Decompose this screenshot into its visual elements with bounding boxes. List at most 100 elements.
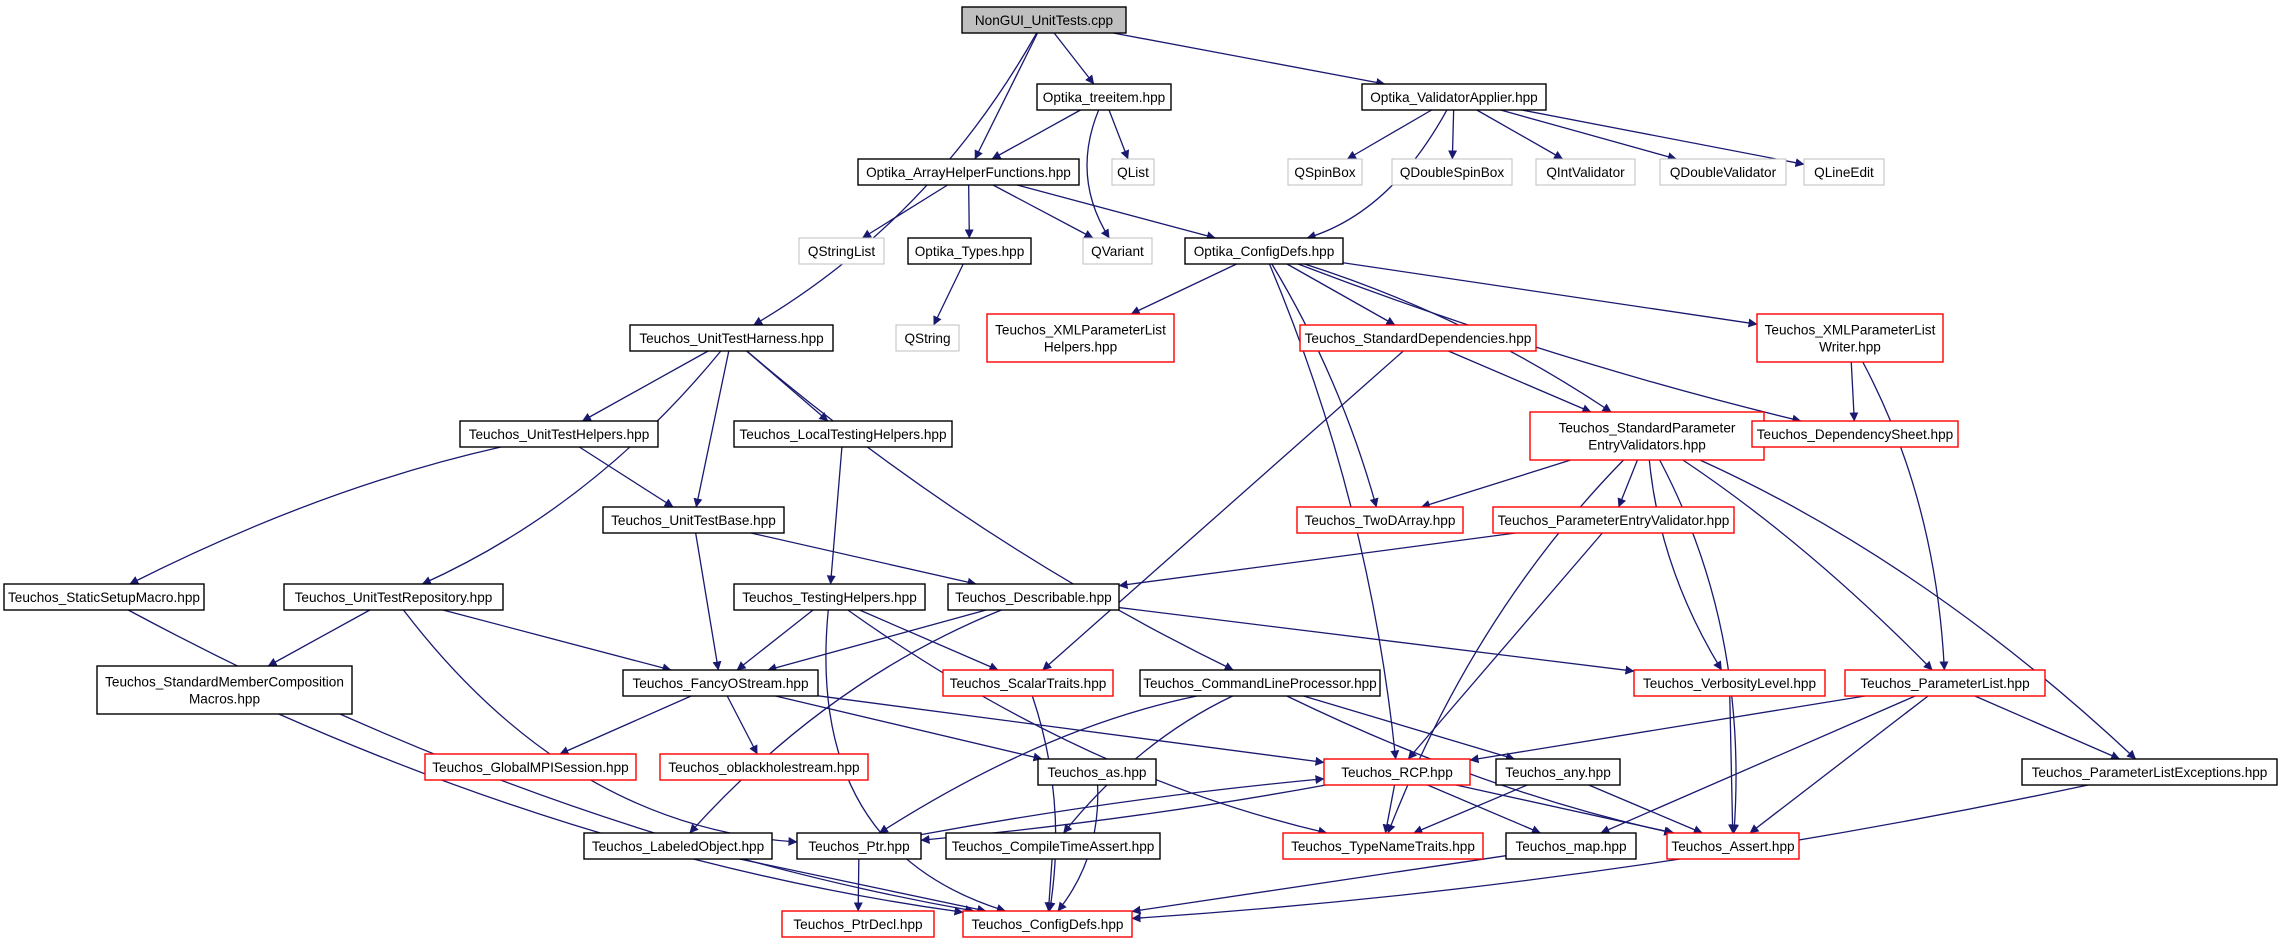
edge-parameter_list-to-teuchos_map <box>1600 695 1916 834</box>
node-qstring[interactable]: QString <box>895 324 960 352</box>
node-box <box>1287 158 1363 186</box>
edge-testing_helpers-to-fancy_ostream <box>736 609 814 671</box>
edge-param_list_exceptions-to-config_defs_teuchos <box>1131 784 2089 923</box>
node-qvariant[interactable]: QVariant <box>1082 237 1153 265</box>
node-label: QDoubleValidator <box>1670 165 1777 180</box>
edge-standard_dependencies-to-std_param_entry_validators <box>1448 350 1592 413</box>
node-local-testing-helpers[interactable]: Teuchos_LocalTestingHelpers.hpp <box>733 420 953 448</box>
edge-ptr-to-ptr_decl <box>853 858 863 912</box>
node-qintvalidator[interactable]: QIntValidator <box>1535 158 1636 186</box>
node-rcp[interactable]: Teuchos_RCP.hpp <box>1323 758 1471 786</box>
edge-rcp-to-type_name_traits <box>1382 784 1396 834</box>
edge-std_param_entry_validators-to-parameter_list <box>1682 459 1933 671</box>
node-label: Teuchos_Ptr.hpp <box>808 839 909 854</box>
node-std-param-entry-validators[interactable]: Teuchos_StandardParameterEntryValidators… <box>1529 411 1765 461</box>
node-dependency-sheet[interactable]: Teuchos_DependencySheet.hpp <box>1751 420 1959 448</box>
node-teuchos-any[interactable]: Teuchos_any.hpp <box>1495 758 1621 786</box>
node-label: Teuchos_Assert.hpp <box>1671 839 1794 854</box>
node-ptr-decl[interactable]: Teuchos_PtrDecl.hpp <box>781 910 935 938</box>
node-describable[interactable]: Teuchos_Describable.hpp <box>947 583 1120 611</box>
node-box <box>733 583 926 611</box>
node-config-defs-optika[interactable]: Optika_ConfigDefs.hpp <box>1184 237 1344 265</box>
node-treeitem[interactable]: Optika_treeitem.hpp <box>1036 83 1172 111</box>
node-label: Teuchos_TestingHelpers.hpp <box>742 590 917 605</box>
node-label: Teuchos_StandardDependencies.hpp <box>1305 331 1532 346</box>
edge-command_line_processor-to-teuchos_any <box>1303 695 1515 761</box>
node-box <box>962 910 1133 938</box>
edge-command_line_processor-to-compile_time_assert <box>1063 695 1233 834</box>
node-param-entry-validator[interactable]: Teuchos_ParameterEntryValidator.hpp <box>1492 506 1735 534</box>
node-compile-time-assert[interactable]: Teuchos_CompileTimeAssert.hpp <box>945 832 1161 860</box>
node-qlineedit[interactable]: QLineEdit <box>1803 158 1885 186</box>
node-two-d-array[interactable]: Teuchos_TwoDArray.hpp <box>1296 506 1464 534</box>
node-box <box>3 583 205 611</box>
node-type-name-traits[interactable]: Teuchos_TypeNameTraits.hpp <box>1282 832 1484 860</box>
node-box <box>1495 758 1621 786</box>
node-box <box>583 832 773 860</box>
node-config-defs-teuchos[interactable]: Teuchos_ConfigDefs.hpp <box>962 910 1133 938</box>
node-standard-dependencies[interactable]: Teuchos_StandardDependencies.hpp <box>1299 324 1537 352</box>
node-global-mpi-session[interactable]: Teuchos_GlobalMPISession.hpp <box>424 753 637 781</box>
node-fancy-ostream[interactable]: Teuchos_FancyOStream.hpp <box>622 669 819 697</box>
node-teuchos-as[interactable]: Teuchos_as.hpp <box>1037 758 1157 786</box>
node-qdoublespinbox[interactable]: QDoubleSpinBox <box>1391 158 1513 186</box>
node-label: Teuchos_LabeledObject.hpp <box>592 839 764 854</box>
node-oblackholestream[interactable]: Teuchos_oblackholestream.hpp <box>659 753 869 781</box>
node-teuchos-map[interactable]: Teuchos_map.hpp <box>1505 832 1637 860</box>
node-label: Teuchos_CompileTimeAssert.hpp <box>952 839 1155 854</box>
edge-optika_types-to-qstring <box>933 263 964 326</box>
edge-validator_applier-to-qdoublespinbox <box>1448 109 1458 160</box>
edge-unit_test_harness-to-command_line_processor <box>746 350 1234 671</box>
node-unit-test-base[interactable]: Teuchos_UnitTestBase.hpp <box>602 506 785 534</box>
node-unit-test-helpers[interactable]: Teuchos_UnitTestHelpers.hpp <box>459 420 659 448</box>
edge-config_defs_optika-to-standard_dependencies <box>1286 263 1396 326</box>
edge-std_member_composition-to-config_defs_teuchos <box>278 713 964 916</box>
node-command-line-processor[interactable]: Teuchos_CommandLineProcessor.hpp <box>1139 669 1381 697</box>
node-qdoublevalidator[interactable]: QDoubleValidator <box>1659 158 1787 186</box>
node-parameter-list[interactable]: Teuchos_ParameterList.hpp <box>1844 669 2046 697</box>
edge-fancy_ostream-to-rcp <box>817 695 1325 766</box>
node-box <box>1529 411 1765 461</box>
node-verbosity-level[interactable]: Teuchos_VerbosityLevel.hpp <box>1633 669 1826 697</box>
node-box <box>1361 83 1547 111</box>
node-box <box>1036 83 1172 111</box>
node-optika-types[interactable]: Optika_Types.hpp <box>907 237 1032 265</box>
node-label: Helpers.hpp <box>1044 340 1117 355</box>
node-box <box>986 313 1175 363</box>
edge-root-to-array_helper <box>974 32 1039 160</box>
edge-testing_helpers-to-type_name_traits <box>847 609 1328 836</box>
node-box <box>602 506 785 534</box>
node-testing-helpers[interactable]: Teuchos_TestingHelpers.hpp <box>733 583 926 611</box>
node-validator-applier[interactable]: Optika_ValidatorApplier.hpp <box>1361 83 1547 111</box>
node-qspinbox[interactable]: QSpinBox <box>1287 158 1363 186</box>
node-labeled-object[interactable]: Teuchos_LabeledObject.hpp <box>583 832 773 860</box>
node-array-helper[interactable]: Optika_ArrayHelperFunctions.hpp <box>857 158 1080 186</box>
node-root[interactable]: NonGUI_UnitTests.cpp <box>961 6 1127 34</box>
node-box <box>659 753 869 781</box>
edge-unit_test_repository-to-ptr <box>402 609 798 846</box>
node-box <box>1184 237 1344 265</box>
node-label: QList <box>1117 165 1149 180</box>
node-std-member-composition[interactable]: Teuchos_StandardMemberCompositionMacros.… <box>96 665 353 715</box>
node-label: Teuchos_TwoDArray.hpp <box>1305 513 1456 528</box>
node-param-list-exceptions[interactable]: Teuchos_ParameterListExceptions.hpp <box>2021 758 2278 786</box>
node-teuchos-assert[interactable]: Teuchos_Assert.hpp <box>1666 832 1800 860</box>
node-qlist[interactable]: QList <box>1111 158 1155 186</box>
node-box <box>629 324 834 352</box>
node-label: Optika_Types.hpp <box>915 244 1025 259</box>
node-box <box>961 6 1127 34</box>
node-unit-test-harness[interactable]: Teuchos_UnitTestHarness.hpp <box>629 324 834 352</box>
node-unit-test-repository[interactable]: Teuchos_UnitTestRepository.hpp <box>283 583 504 611</box>
edge-param_entry_validator-to-rcp <box>1407 532 1603 760</box>
node-ptr[interactable]: Teuchos_Ptr.hpp <box>796 832 922 860</box>
edge-teuchos_any-to-type_name_traits <box>1413 784 1528 834</box>
node-label: Teuchos_DependencySheet.hpp <box>1757 427 1954 442</box>
edge-unit_test_helpers-to-static_setup_macro <box>129 446 502 585</box>
node-scalar-traits[interactable]: Teuchos_ScalarTraits.hpp <box>942 669 1114 697</box>
node-static-setup-macro[interactable]: Teuchos_StaticSetupMacro.hpp <box>3 583 205 611</box>
node-qstringlist[interactable]: QStringList <box>798 237 885 265</box>
edge-describable-to-fancy_ostream <box>767 609 987 673</box>
node-label: Teuchos_ParameterList.hpp <box>1860 676 2029 691</box>
